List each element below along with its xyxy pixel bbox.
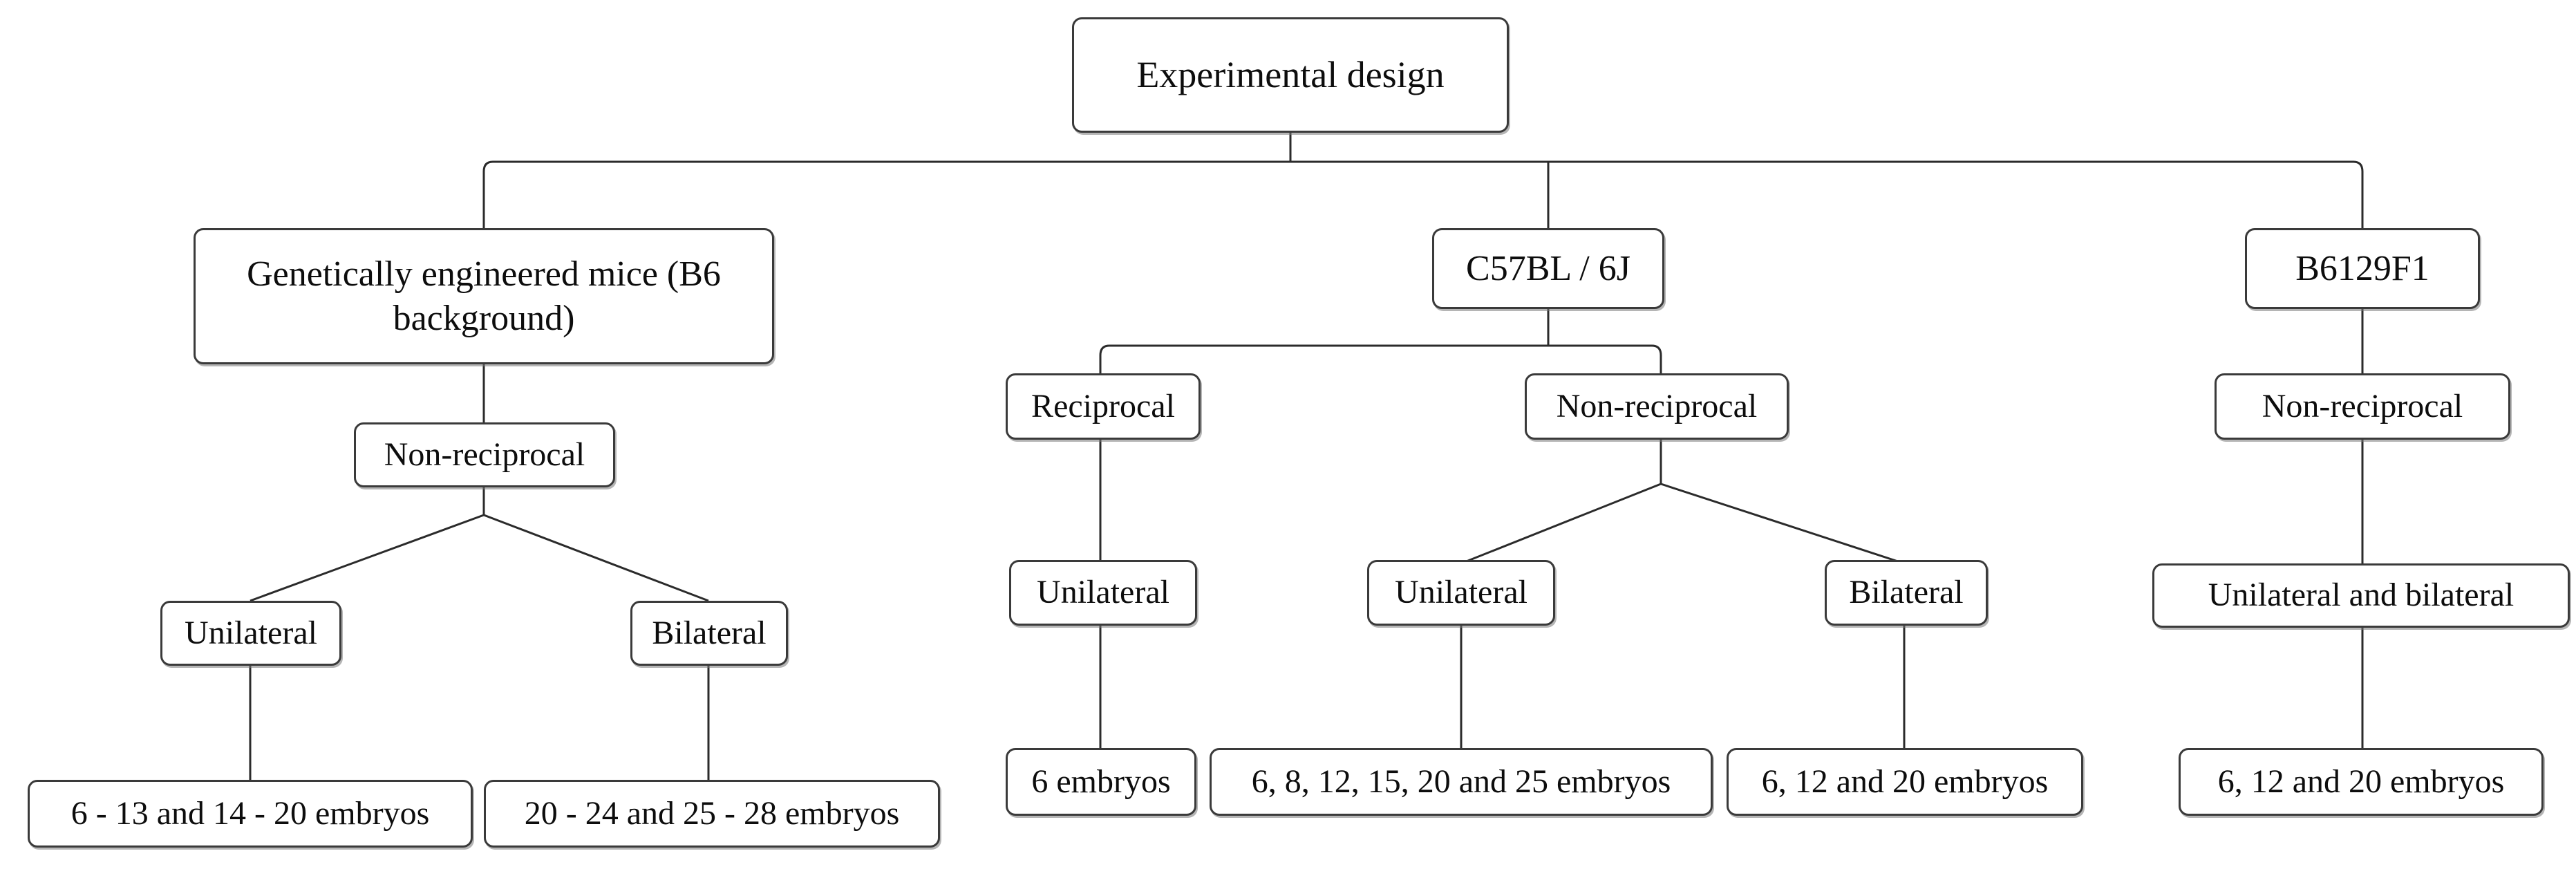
node-mid-reciprocal-embryos[interactable]: 6 embryos xyxy=(1006,748,1196,816)
edge-mid-bus-drop-nonreciprocal xyxy=(1651,344,1662,373)
node-mid-nonreciprocal-unilateral[interactable]: Unilateral xyxy=(1367,560,1555,626)
node-mid-nonreciprocal-bilateral-embryos-label: 6, 12 and 20 embryos xyxy=(1761,763,2049,800)
node-mid-strain-label: C57BL / 6J xyxy=(1466,248,1630,288)
node-left-bilateral-embryos[interactable]: 20 - 24 and 25 - 28 embryos xyxy=(484,780,940,848)
edge-bus-drop-right xyxy=(2353,160,2364,228)
node-mid-nonreciprocal[interactable]: Non-reciprocal xyxy=(1525,373,1789,440)
node-right-nonreciprocal[interactable]: Non-reciprocal xyxy=(2215,373,2510,440)
node-mid-nonreciprocal-unilateral-embryos-label: 6, 8, 12, 15, 20 and 25 embryos xyxy=(1251,763,1671,800)
node-mid-nonreciprocal-bilateral-label: Bilateral xyxy=(1849,574,1964,611)
node-right-unilateral-bilateral-label: Unilateral and bilateral xyxy=(2208,577,2514,614)
edge-mid-nonrec-to-unilateral xyxy=(1460,483,1662,565)
node-left-bilateral-embryos-label: 20 - 24 and 25 - 28 embryos xyxy=(524,794,900,832)
node-right-strain[interactable]: B6129F1 xyxy=(2245,228,2480,309)
node-left-nonreciprocal[interactable]: Non-reciprocal xyxy=(354,422,615,487)
node-root-label: Experimental design xyxy=(1136,53,1445,95)
node-right-embryos-label: 6, 12 and 20 embryos xyxy=(2217,763,2505,800)
node-right-embryos[interactable]: 6, 12 and 20 embryos xyxy=(2179,748,2544,816)
node-left-bilateral[interactable]: Bilateral xyxy=(630,601,788,666)
node-right-nonreciprocal-label: Non-reciprocal xyxy=(2262,387,2463,424)
node-mid-reciprocal-label: Reciprocal xyxy=(1031,387,1175,424)
node-mid-reciprocal-unilateral-label: Unilateral xyxy=(1037,574,1169,611)
node-mid-nonreciprocal-bilateral-embryos[interactable]: 6, 12 and 20 embryos xyxy=(1727,748,2083,816)
node-mid-nonreciprocal-unilateral-label: Unilateral xyxy=(1395,574,1527,611)
edge-left-nonrec-to-bilateral xyxy=(483,514,709,602)
node-left-nonreciprocal-label: Non-reciprocal xyxy=(384,436,585,473)
node-mid-nonreciprocal-bilateral[interactable]: Bilateral xyxy=(1825,560,1988,626)
node-left-strain-label: Genetically engineered mice (B6 backgrou… xyxy=(247,254,721,338)
node-mid-nonreciprocal-unilateral-embryos[interactable]: 6, 8, 12, 15, 20 and 25 embryos xyxy=(1210,748,1713,816)
node-mid-nonreciprocal-label: Non-reciprocal xyxy=(1556,387,1758,424)
node-mid-reciprocal-unilateral[interactable]: Unilateral xyxy=(1009,560,1197,626)
node-right-strain-label: B6129F1 xyxy=(2295,248,2429,288)
node-left-bilateral-label: Bilateral xyxy=(652,614,767,651)
node-left-unilateral-label: Unilateral xyxy=(185,614,317,651)
edge-mid-nonrec-to-bilateral xyxy=(1660,483,1905,565)
node-left-strain[interactable]: Genetically engineered mice (B6 backgrou… xyxy=(194,228,774,364)
node-right-unilateral-bilateral[interactable]: Unilateral and bilateral xyxy=(2152,563,2570,628)
edge-bus-drop-left xyxy=(482,160,493,228)
node-left-unilateral-embryos-label: 6 - 13 and 14 - 20 embryos xyxy=(70,794,430,832)
edge-left-nonrec-to-unilateral xyxy=(250,514,485,602)
node-left-unilateral-embryos[interactable]: 6 - 13 and 14 - 20 embryos xyxy=(28,780,473,848)
node-mid-strain[interactable]: C57BL / 6J xyxy=(1432,228,1664,309)
node-mid-reciprocal[interactable]: Reciprocal xyxy=(1006,373,1201,440)
node-root[interactable]: Experimental design xyxy=(1072,17,1509,133)
edge-mid-bus-drop-reciprocal xyxy=(1099,344,1110,373)
node-left-unilateral[interactable]: Unilateral xyxy=(160,601,341,666)
node-mid-reciprocal-embryos-label: 6 embryos xyxy=(1031,763,1171,800)
